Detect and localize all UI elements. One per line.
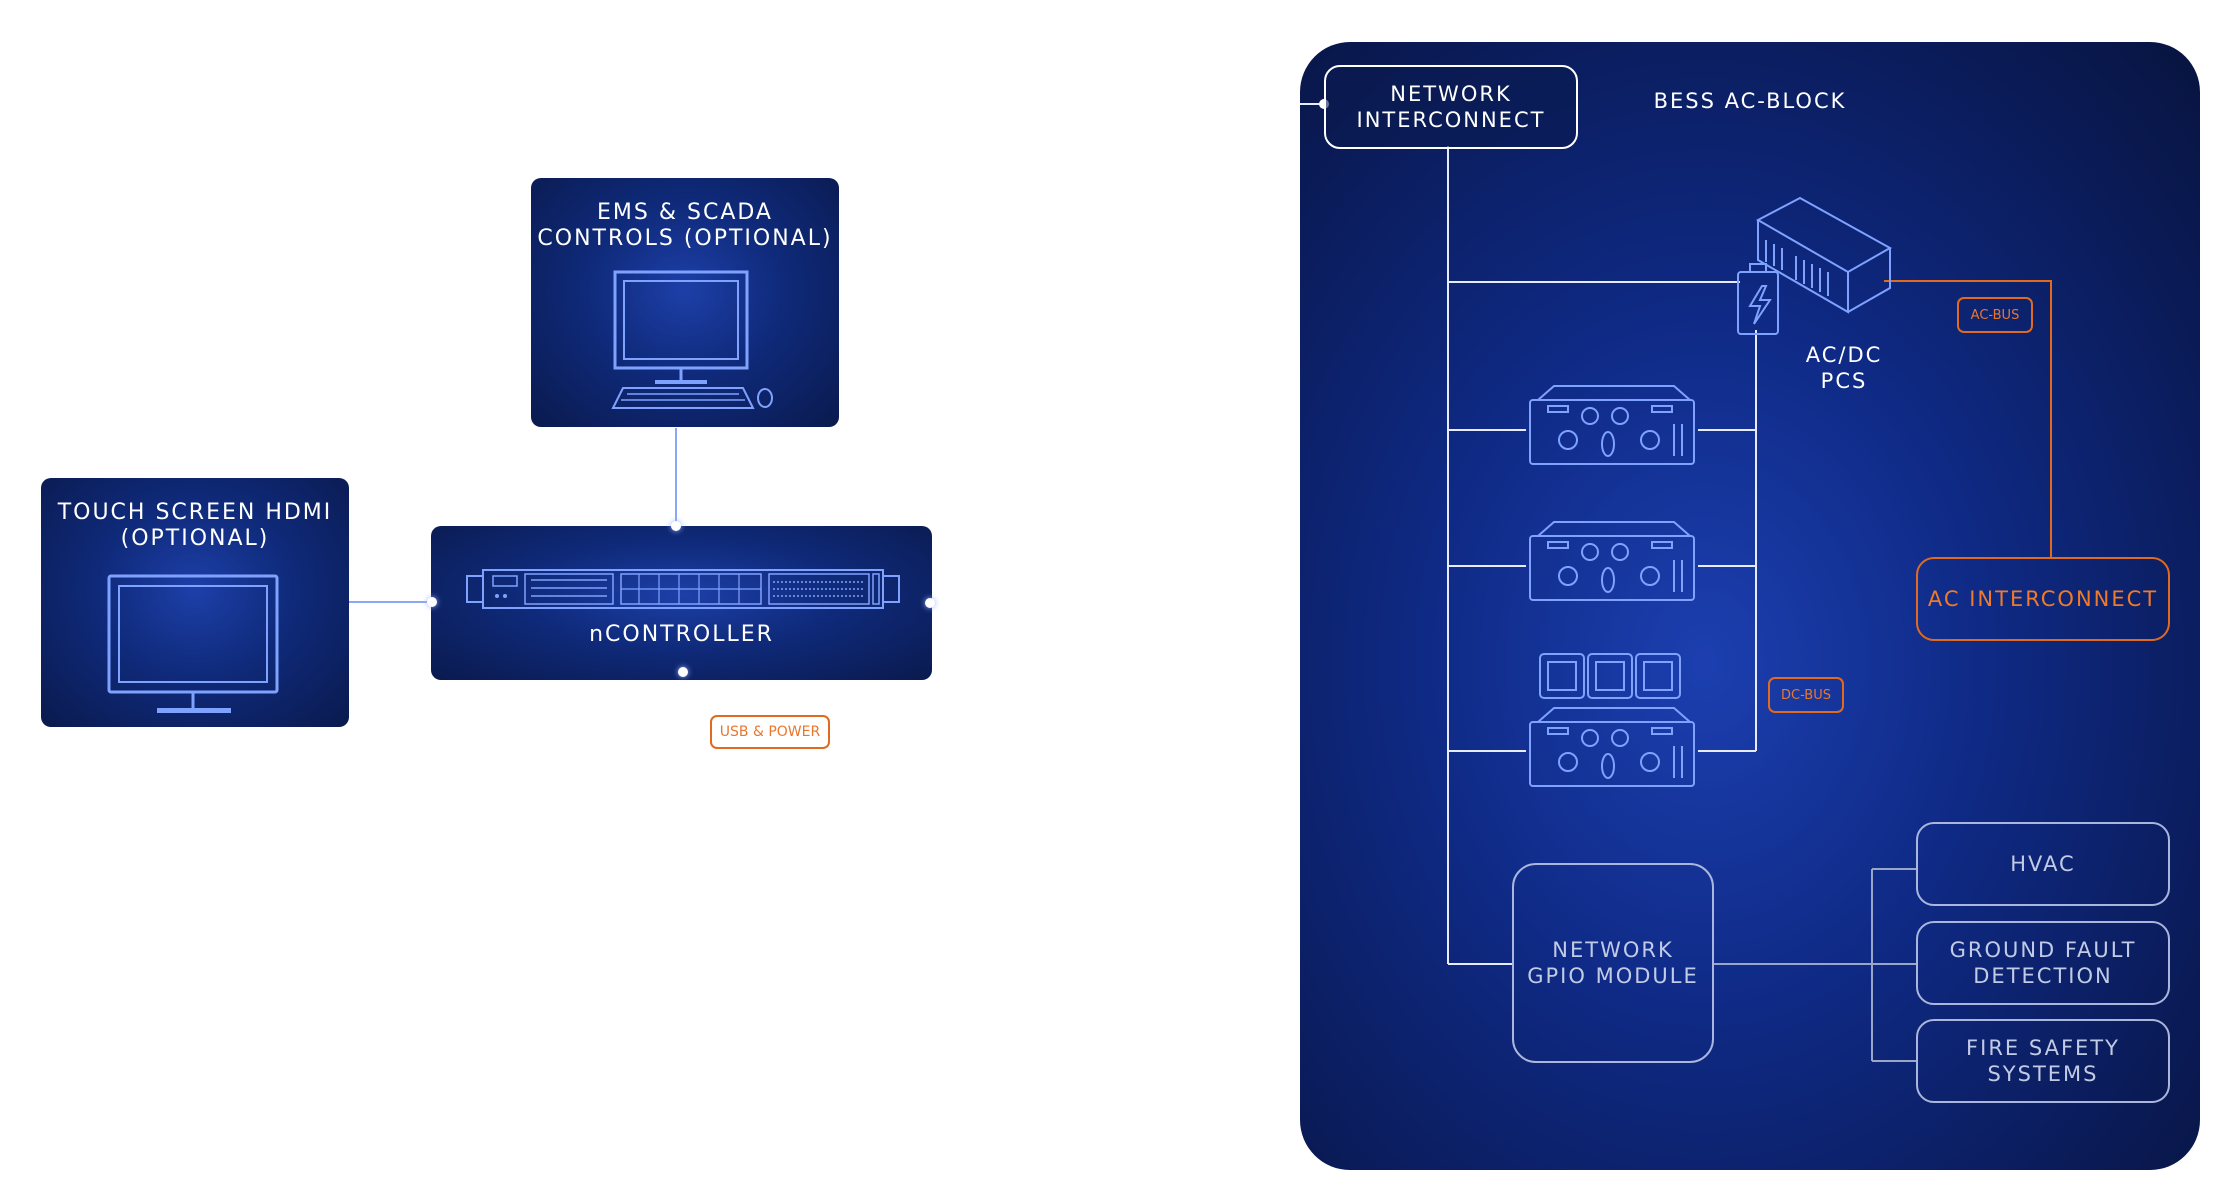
ncontroller-card: nCONTROLLER — [431, 526, 932, 680]
inverter-pcs-icon — [1737, 196, 1893, 335]
ems-scada-title: EMS & SCADA CONTROLS (OPTIONAL) — [537, 200, 833, 251]
controller-bottom-dot — [678, 667, 688, 677]
ems-scada-card: EMS & SCADA CONTROLS (OPTIONAL) — [531, 178, 839, 427]
ems-connector-dot — [671, 521, 681, 531]
ac-bus-tag: AC-BUS — [1957, 297, 2033, 333]
battery-module-1-icon — [1529, 385, 1695, 465]
monitor-icon — [107, 574, 279, 713]
controller-right-dot — [925, 598, 935, 608]
battery-rack-top-icon — [1539, 653, 1681, 699]
touch-screen-card: TOUCH SCREEN HDMI (OPTIONAL) — [41, 478, 349, 727]
touch-screen-title: TOUCH SCREEN HDMI (OPTIONAL) — [57, 500, 333, 551]
pcs-label: AC/DC PCS — [1805, 343, 1883, 393]
hvac-box: HVAC — [1916, 822, 2170, 906]
ac-interconnect-box: AC INTERCONNECT — [1916, 557, 2170, 641]
desktop-computer-icon — [611, 270, 773, 409]
battery-module-3-icon — [1529, 707, 1695, 787]
network-gpio-module-box: NETWORK GPIO MODULE — [1512, 863, 1714, 1063]
bess-title: BESS AC-BLOCK — [1653, 89, 1847, 113]
touch-connector-dot — [427, 597, 437, 607]
dc-bus-tag: DC-BUS — [1768, 677, 1844, 713]
ncontroller-title: nCONTROLLER — [589, 622, 774, 647]
rack-server-icon — [466, 569, 900, 609]
battery-module-2-icon — [1529, 521, 1695, 601]
ground-fault-detection-box: GROUND FAULT DETECTION — [1916, 921, 2170, 1005]
bess-ac-block-panel — [1300, 42, 2200, 1170]
network-interconnect-box: NETWORK INTERCONNECT — [1324, 65, 1578, 149]
fire-safety-systems-box: FIRE SAFETY SYSTEMS — [1916, 1019, 2170, 1103]
usb-power-tag: USB & POWER — [710, 715, 830, 749]
